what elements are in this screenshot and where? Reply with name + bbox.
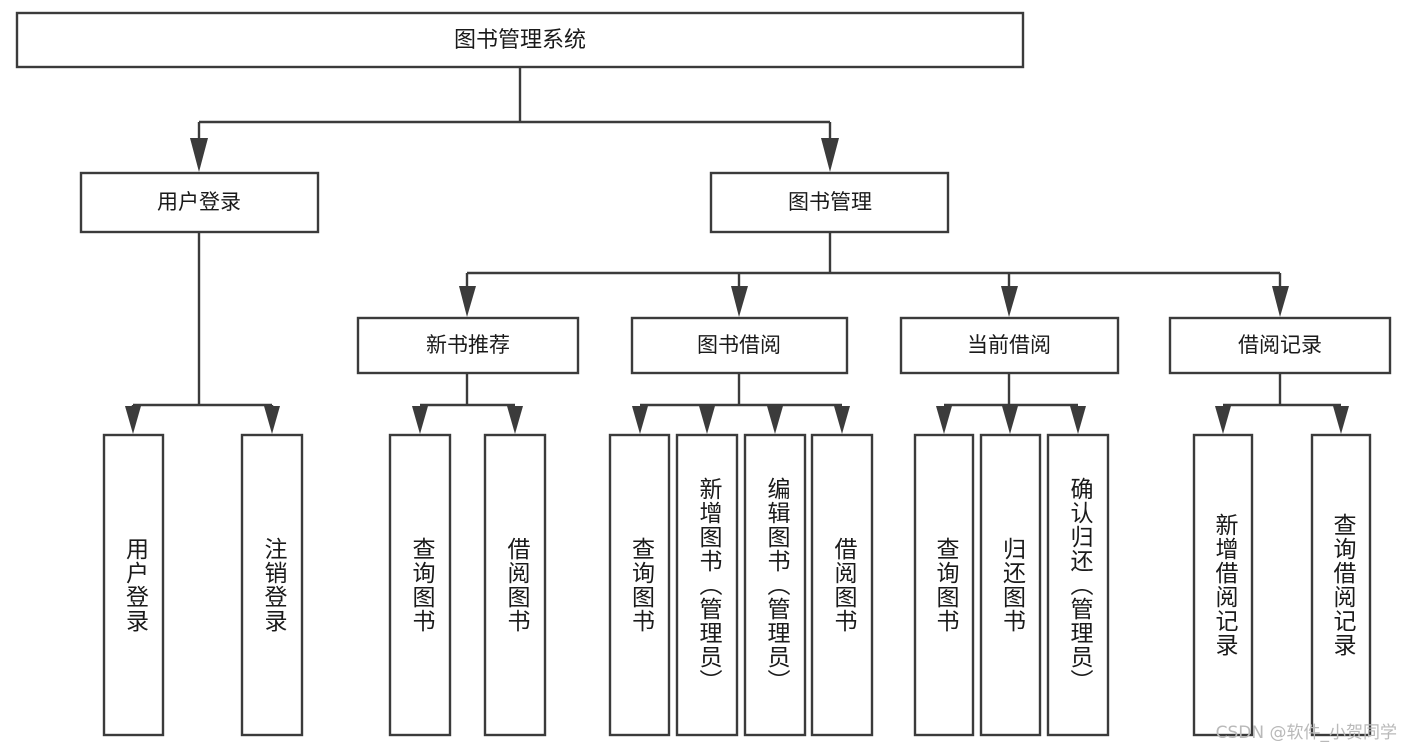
node-root-label: 图书管理系统: [454, 28, 586, 53]
arrowhead-leaf-borrow-book-2: [834, 406, 850, 434]
csdn-watermark: CSDN @软件_小贺同学: [1215, 723, 1397, 743]
node-leaf-borrow-book[interactable]: [810, 433, 874, 737]
arrowhead-leaf-logout: [264, 406, 280, 434]
arrowhead-leaf-borrow-book-1: [507, 406, 523, 434]
node-current-borrow[interactable]: [899, 316, 1120, 375]
node-user-login[interactable]: [79, 171, 320, 234]
node-book-management-label: 图书管理: [788, 190, 872, 214]
node-borrow-record[interactable]: [1168, 316, 1392, 375]
arrowhead-leaf-query-book-1: [412, 406, 428, 434]
arrowhead-leaf-query-record: [1333, 406, 1349, 434]
node-leaf-logout[interactable]: [240, 433, 304, 737]
node-leaf-query-book-current[interactable]: [913, 433, 975, 737]
arrowhead-leaf-return-book: [1002, 406, 1018, 434]
node-leaf-query-book-recommend[interactable]: [388, 433, 452, 737]
arrowhead-leaf-add-record: [1215, 406, 1231, 434]
arrowhead-leaf-add-book: [699, 406, 715, 434]
node-leaf-add-book-admin[interactable]: [675, 433, 739, 737]
node-root-book-management-system[interactable]: [15, 11, 1025, 69]
node-leaf-return-book[interactable]: [979, 433, 1042, 737]
arrowhead-book-borrow: [731, 286, 748, 317]
node-leaf-query-borrow-record[interactable]: [1310, 433, 1372, 737]
arrowhead-leaf-edit-book: [767, 406, 783, 434]
node-book-borrow-label: 图书借阅: [697, 333, 781, 357]
arrowhead-leaf-query-book-2: [632, 406, 648, 434]
node-user-login-label: 用户登录: [157, 190, 241, 214]
node-leaf-confirm-return-admin[interactable]: [1046, 433, 1110, 737]
node-leaf-user-login[interactable]: [102, 433, 165, 737]
node-current-borrow-label: 当前借阅: [967, 333, 1051, 357]
connectors-layer: [125, 67, 1349, 434]
node-book-borrow[interactable]: [630, 316, 849, 375]
node-leaf-query-book-borrow[interactable]: [608, 433, 671, 737]
arrowhead-leaf-query-book-3: [936, 406, 952, 434]
node-new-book-recommend[interactable]: [356, 316, 580, 375]
node-borrow-record-label: 借阅记录: [1238, 333, 1322, 357]
nodes-layer: 图书管理系统 用户登录 图书管理 新书推荐 图书借阅 当前借阅 借阅记录: [15, 11, 1392, 737]
node-leaf-borrow-book-recommend[interactable]: [483, 433, 547, 737]
arrowhead-new-book: [459, 286, 476, 317]
arrowhead-leaf-user-login: [125, 406, 141, 434]
node-leaf-edit-book-admin[interactable]: [743, 433, 807, 737]
arrowhead-leaf-confirm-return: [1070, 406, 1086, 434]
arrowhead-book-manage: [821, 138, 839, 172]
node-book-management[interactable]: [709, 171, 950, 234]
node-new-book-recommend-label: 新书推荐: [426, 333, 510, 357]
arrowhead-borrow-record: [1272, 286, 1289, 317]
arrowhead-current-borrow: [1001, 286, 1018, 317]
arrowhead-user-login: [190, 138, 208, 172]
node-leaf-add-borrow-record[interactable]: [1192, 433, 1254, 737]
